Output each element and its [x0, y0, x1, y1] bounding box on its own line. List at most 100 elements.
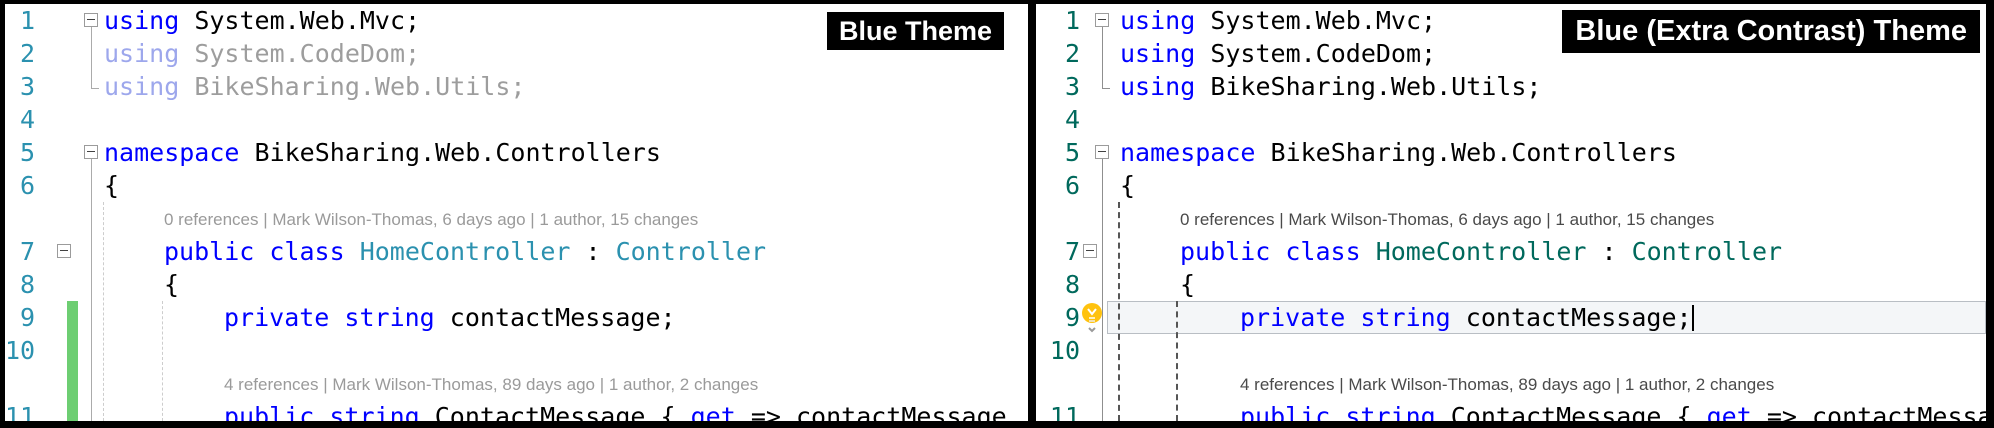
code-token: class: [1285, 237, 1361, 266]
code-token: using: [104, 72, 180, 101]
change-tracking-bar: [67, 334, 78, 367]
line-number[interactable]: 11: [5, 402, 36, 421]
code-text[interactable]: {: [5, 268, 1028, 301]
code-token: {: [164, 270, 180, 299]
fold-collapse-icon[interactable]: [57, 244, 71, 258]
code-text[interactable]: using BikeSharing.Web.Utils;: [5, 70, 1028, 103]
code-text[interactable]: public string ContactMessage { get => co…: [1036, 400, 1986, 421]
line-number[interactable]: 1: [1064, 6, 1080, 35]
code-text[interactable]: namespace BikeSharing.Web.Controllers: [5, 136, 1028, 169]
line-number[interactable]: 9: [19, 303, 35, 332]
code-text[interactable]: public string ContactMessage { get => co…: [5, 400, 1028, 421]
code-token: [329, 303, 344, 332]
code-text[interactable]: {: [1036, 169, 1986, 202]
code-token: {: [104, 171, 120, 200]
code-token: System.CodeDom;: [1195, 39, 1437, 68]
code-text[interactable]: using BikeSharing.Web.Utils;: [1036, 70, 1986, 103]
code-text[interactable]: using System.Web.Mvc;: [5, 4, 1028, 37]
code-token: namespace: [1120, 138, 1256, 167]
line-number[interactable]: 1: [19, 6, 35, 35]
lightbulb-icon[interactable]: [1080, 302, 1104, 334]
code-token: namespace: [104, 138, 240, 167]
line-number[interactable]: 6: [1064, 171, 1080, 200]
codelens-info[interactable]: 0 references | Mark Wilson-Thomas, 6 day…: [164, 210, 699, 229]
code-token: string: [1345, 402, 1436, 421]
line-number[interactable]: 2: [1064, 39, 1080, 68]
code-token: using: [1120, 39, 1196, 68]
code-line: 8{: [1036, 268, 1986, 301]
fold-collapse-icon[interactable]: [84, 145, 98, 159]
code-token: BikeSharing.Web.Controllers: [239, 138, 661, 167]
code-token: [254, 237, 269, 266]
line-number[interactable]: 4: [19, 105, 35, 134]
codelens-info[interactable]: 4 references | Mark Wilson-Thomas, 89 da…: [1240, 375, 1775, 394]
current-line-highlight: [1107, 301, 1986, 334]
fold-collapse-icon[interactable]: [1083, 244, 1097, 258]
code-text[interactable]: namespace BikeSharing.Web.Controllers: [1036, 136, 1986, 169]
code-token: string: [1360, 303, 1451, 332]
fold-collapse-icon[interactable]: [1095, 145, 1109, 159]
fold-region-guide-line: [1102, 27, 1110, 89]
theme-label: Blue (Extra Contrast) Theme: [1562, 10, 1980, 53]
code-token: public: [1180, 237, 1271, 266]
line-number[interactable]: 3: [1064, 72, 1080, 101]
line-number[interactable]: 7: [19, 237, 35, 266]
fold-collapse-icon[interactable]: [84, 13, 98, 27]
codelens-row: 0 references | Mark Wilson-Thomas, 6 day…: [5, 202, 1028, 235]
code-token: using: [104, 6, 180, 35]
line-number[interactable]: 6: [19, 171, 35, 200]
line-number[interactable]: 8: [19, 270, 35, 299]
codelens-info[interactable]: 0 references | Mark Wilson-Thomas, 6 day…: [1180, 210, 1715, 229]
code-token: [1345, 303, 1360, 332]
code-token: public: [164, 237, 255, 266]
line-number[interactable]: 4: [1064, 105, 1080, 134]
line-number[interactable]: 11: [1049, 402, 1080, 421]
code-token: {: [1180, 270, 1196, 299]
line-number[interactable]: 5: [1064, 138, 1080, 167]
code-token: {: [1120, 171, 1136, 200]
codelens-info[interactable]: 4 references | Mark Wilson-Thomas, 89 da…: [224, 375, 759, 394]
code-token: [345, 237, 360, 266]
indent-guide: [1118, 202, 1120, 421]
code-token: class: [269, 237, 345, 266]
line-number[interactable]: 10: [1049, 336, 1080, 365]
line-number[interactable]: 5: [19, 138, 35, 167]
code-token: :: [570, 237, 616, 266]
line-number[interactable]: 9: [1064, 303, 1080, 332]
line-number[interactable]: 8: [1064, 270, 1080, 299]
code-text[interactable]: using System.CodeDom;: [1036, 37, 1986, 70]
code-token: private: [1240, 303, 1346, 332]
code-text[interactable]: public class HomeController : Controller: [1036, 235, 1986, 268]
line-number[interactable]: 2: [19, 39, 35, 68]
code-token: System.Web.Mvc;: [1195, 6, 1437, 35]
code-token: Controller: [615, 237, 767, 266]
line-number[interactable]: 3: [19, 72, 35, 101]
line-number[interactable]: 10: [5, 336, 36, 365]
code-text[interactable]: private string contactMessage;: [1036, 301, 1986, 334]
fold-collapse-icon[interactable]: [1095, 13, 1109, 27]
code-token: string: [344, 303, 435, 332]
code-token: System.CodeDom;: [179, 39, 421, 68]
text-caret: [1691, 305, 1694, 331]
code-text[interactable]: {: [5, 169, 1028, 202]
line-number[interactable]: 7: [1064, 237, 1080, 266]
code-text[interactable]: using System.Web.Mvc;: [1036, 4, 1986, 37]
code-text[interactable]: public class HomeController : Controller: [5, 235, 1028, 268]
code-token: => contactMessage: [735, 402, 1007, 421]
code-line: 10: [1036, 334, 1986, 367]
code-text[interactable]: private string contactMessage;: [5, 301, 1028, 334]
code-text[interactable]: {: [1036, 268, 1986, 301]
code-text[interactable]: using System.CodeDom;: [5, 37, 1028, 70]
minus-glyph: [60, 250, 68, 251]
code-token: BikeSharing.Web.Utils;: [179, 72, 526, 101]
